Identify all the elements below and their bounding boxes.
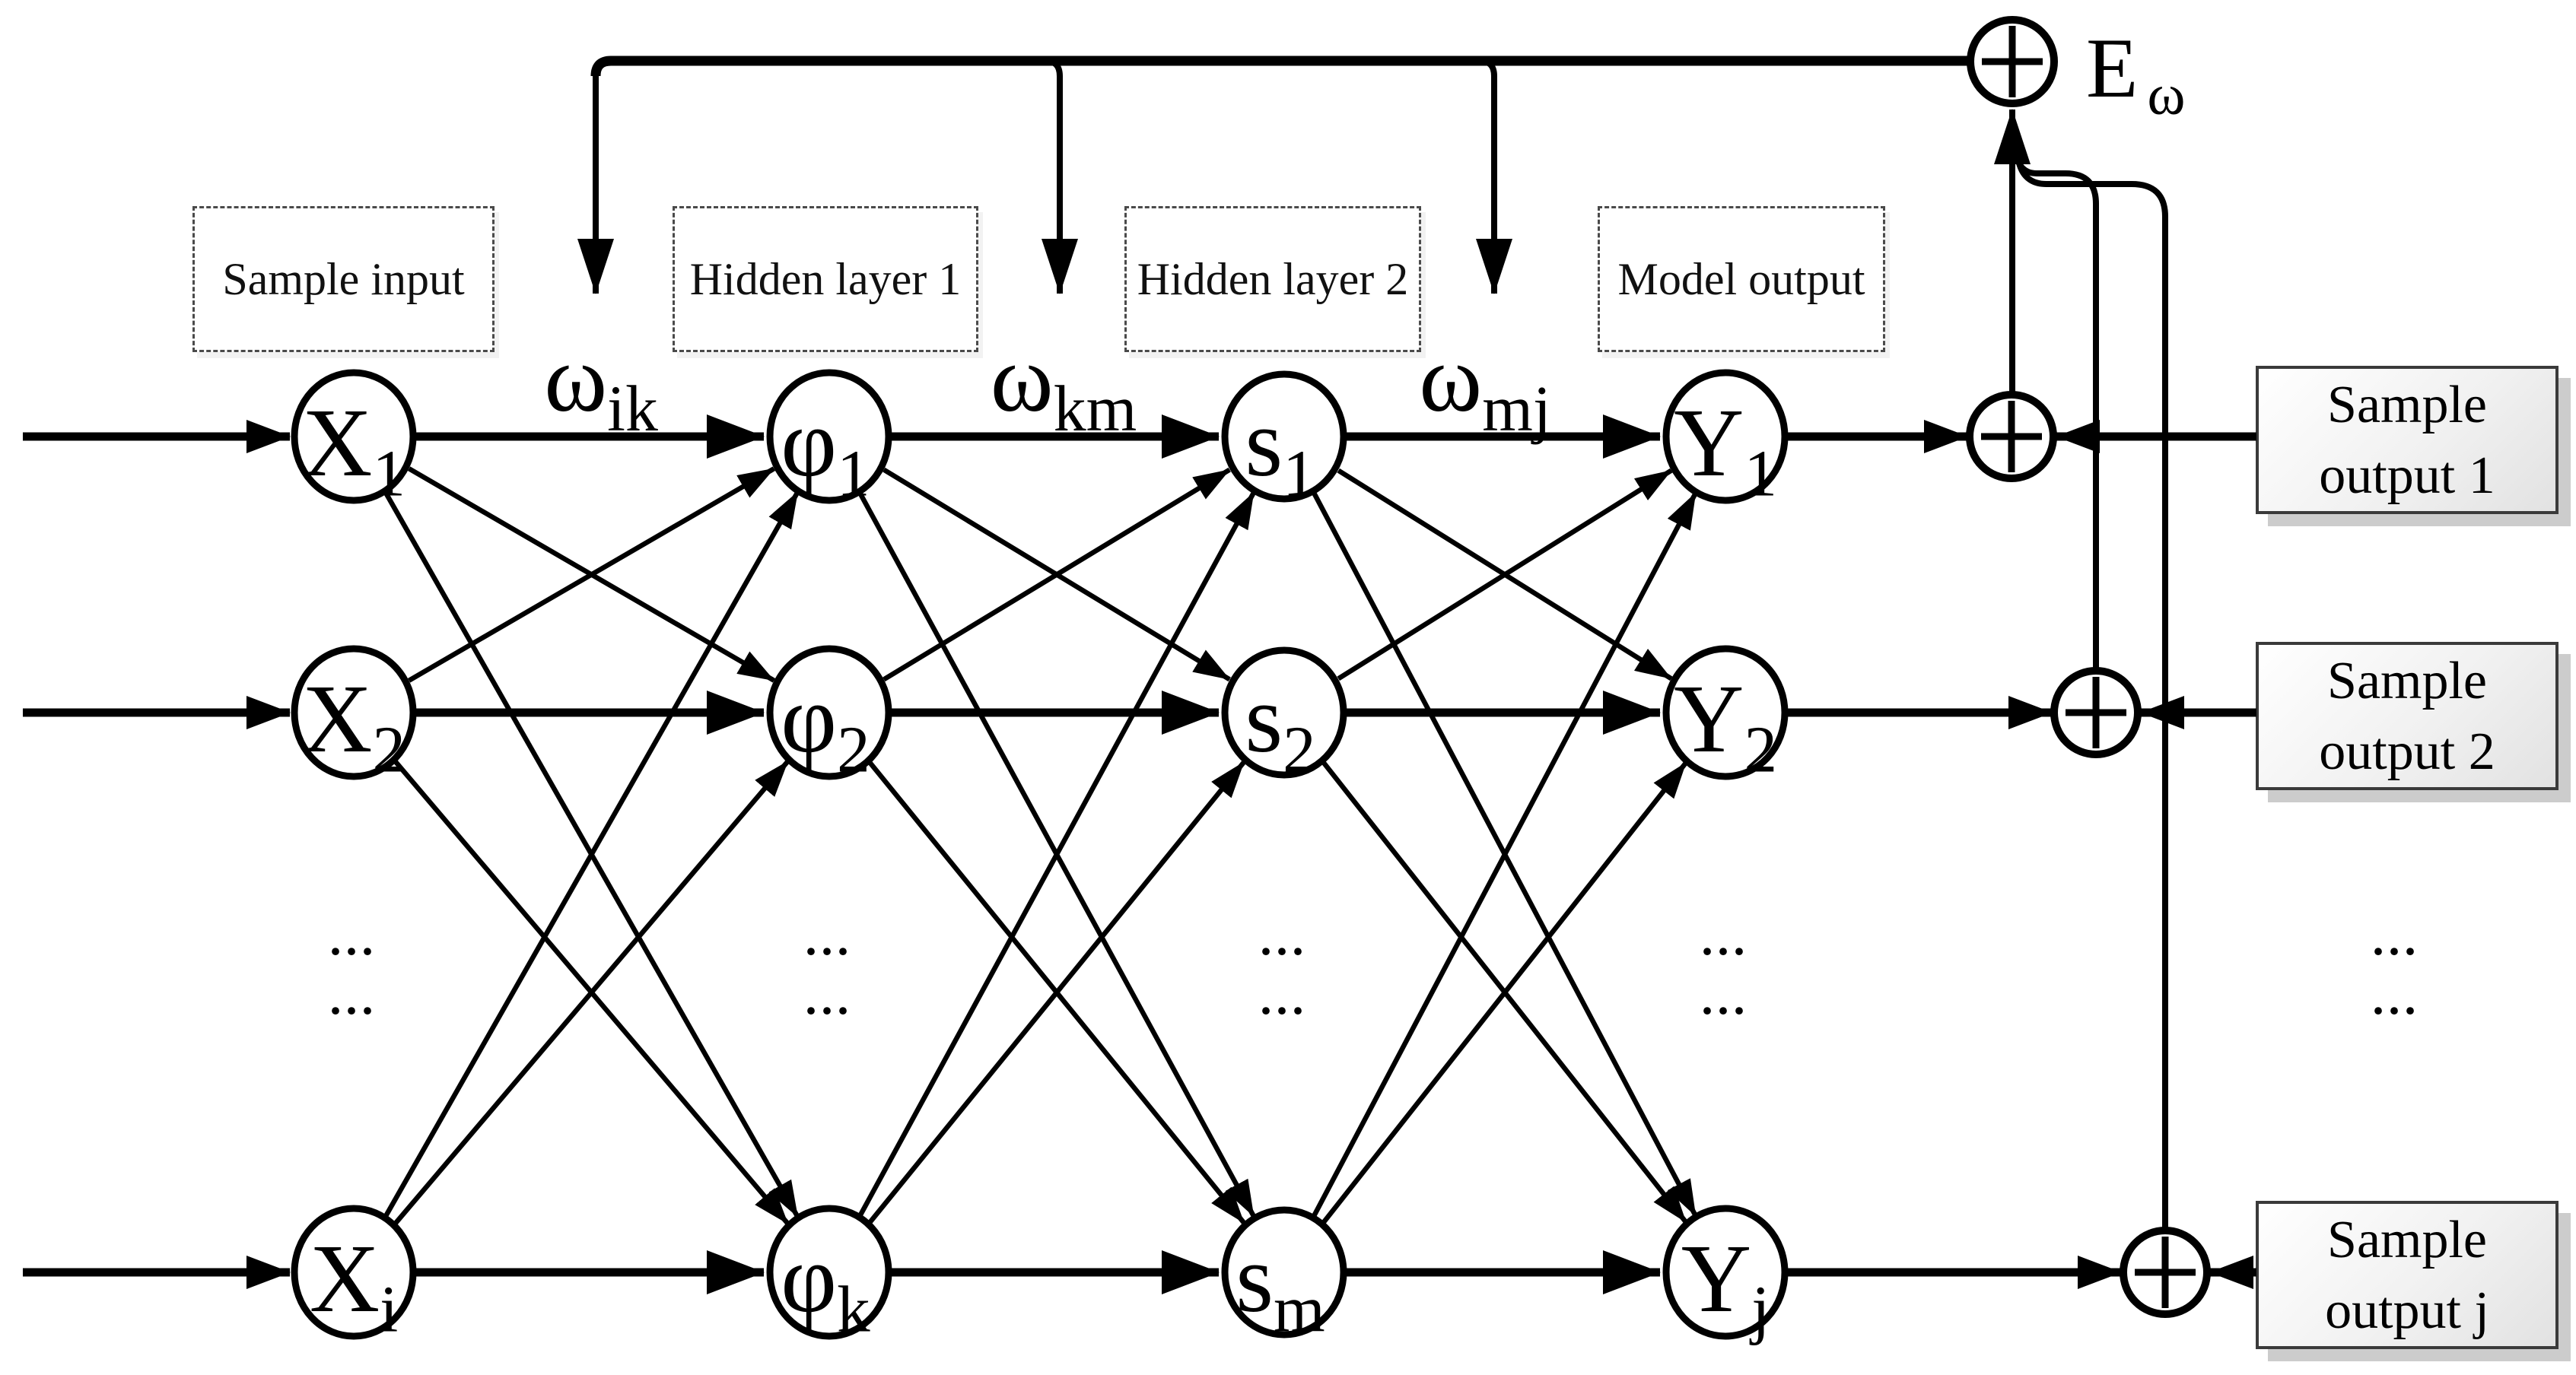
node-label-yj: Yj <box>1681 1230 1770 1342</box>
node-subscript: 2 <box>1283 712 1316 786</box>
weight-symbol: ω <box>544 326 608 432</box>
ellipsis-dots: ... <box>1701 914 1750 964</box>
sample-output-line: Sample <box>2327 651 2487 710</box>
node-symbol: s <box>1245 665 1283 773</box>
node-label-y2: Y2 <box>1674 670 1777 783</box>
layer-box-label: Hidden layer 2 <box>1137 253 1409 304</box>
ellipsis-dots: ... <box>805 973 854 1024</box>
node-label-phi2: φ2 <box>781 670 870 783</box>
sample-output-line: Sample <box>2327 375 2487 434</box>
node-subscript: 1 <box>837 436 870 510</box>
node-subscript: 2 <box>372 712 405 786</box>
weight-subscript: mj <box>1482 373 1551 446</box>
node-subscript: 1 <box>1744 436 1777 510</box>
ellipsis-hidden1-column: ...... <box>806 910 854 1028</box>
node-symbol: s <box>1245 389 1283 497</box>
node-symbol: X <box>302 389 373 497</box>
weight-subscript: km <box>1053 373 1137 446</box>
node-label-sm: sm <box>1236 1230 1325 1342</box>
node-symbol: X <box>302 665 373 773</box>
node-label-x1: X1 <box>302 394 405 506</box>
weight-label-omega-km: ωkm <box>991 332 1137 442</box>
layer-box-label: Hidden layer 1 <box>689 253 962 304</box>
weight-symbol: ω <box>990 326 1054 432</box>
layer-box-label: Model output <box>1617 253 1865 304</box>
sample-output-line: Sample <box>2327 1210 2487 1269</box>
node-symbol: X <box>309 1224 380 1332</box>
node-subscript: m <box>1274 1272 1325 1346</box>
ellipsis-dots: ... <box>2372 914 2421 964</box>
node-symbol: φ <box>781 389 838 497</box>
ellipsis-dots: ... <box>329 973 378 1024</box>
node-subscript: 2 <box>837 712 870 786</box>
sample-output-line: output 1 <box>2319 446 2495 505</box>
ellipsis-input-column: ...... <box>330 910 378 1028</box>
ellipsis-dots: ... <box>805 914 854 964</box>
sample-output-box-j: Sample output j <box>2256 1201 2559 1349</box>
node-label-phi1: φ1 <box>781 394 870 506</box>
node-subscript: 2 <box>1744 712 1777 786</box>
node-symbol: Y <box>1674 389 1744 497</box>
error-subscript: ω <box>2147 63 2186 128</box>
node-label-y1: Y1 <box>1674 394 1777 506</box>
node-subscript: i <box>380 1272 399 1346</box>
node-symbol: Y <box>1681 1224 1752 1332</box>
layer-box-sample-input: Sample input <box>192 206 495 352</box>
node-label-s1: s1 <box>1245 394 1315 506</box>
weight-symbol: ω <box>1419 326 1483 432</box>
layer-box-model-output: Model output <box>1598 206 1885 352</box>
node-symbol: s <box>1236 1224 1274 1332</box>
error-symbol: E <box>2086 21 2139 116</box>
sample-output-line: output j <box>2325 1281 2489 1340</box>
node-symbol: φ <box>781 1224 838 1332</box>
layer-box-hidden-layer-2: Hidden layer 2 <box>1124 206 1421 352</box>
node-subscript: k <box>837 1272 870 1346</box>
sample-output-box-2: Sample output 2 <box>2256 642 2559 790</box>
sample-output-line: output 2 <box>2319 722 2495 781</box>
node-subscript: j <box>1751 1272 1770 1346</box>
node-label-s2: s2 <box>1245 670 1315 783</box>
sample-output-box-1: Sample output 1 <box>2256 366 2559 514</box>
ellipsis-output-column: ...... <box>1702 910 1750 1028</box>
node-label-x2: X2 <box>302 670 405 783</box>
node-label-xi: Xi <box>310 1230 399 1342</box>
ellipsis-dots: ... <box>329 914 378 964</box>
ellipsis-dots: ... <box>1260 973 1309 1024</box>
ellipsis-dots: ... <box>2372 973 2421 1024</box>
ellipsis-dots: ... <box>1701 973 1750 1024</box>
node-subscript: 1 <box>1283 436 1316 510</box>
ellipsis-hidden2-column: ...... <box>1261 910 1309 1028</box>
node-symbol: Y <box>1674 665 1744 773</box>
node-subscript: 1 <box>372 436 405 510</box>
weight-label-omega-ik: ωik <box>544 332 658 442</box>
weight-label-omega-mj: ωmj <box>1419 332 1550 442</box>
ellipsis-sample-output-column: ...... <box>2373 910 2421 1028</box>
layer-box-label: Sample input <box>222 253 465 304</box>
weight-subscript: ik <box>607 373 658 446</box>
node-label-phik: φk <box>781 1230 870 1342</box>
ellipsis-dots: ... <box>1260 914 1309 964</box>
layer-box-hidden-layer-1: Hidden layer 1 <box>673 206 978 352</box>
node-symbol: φ <box>781 665 838 773</box>
